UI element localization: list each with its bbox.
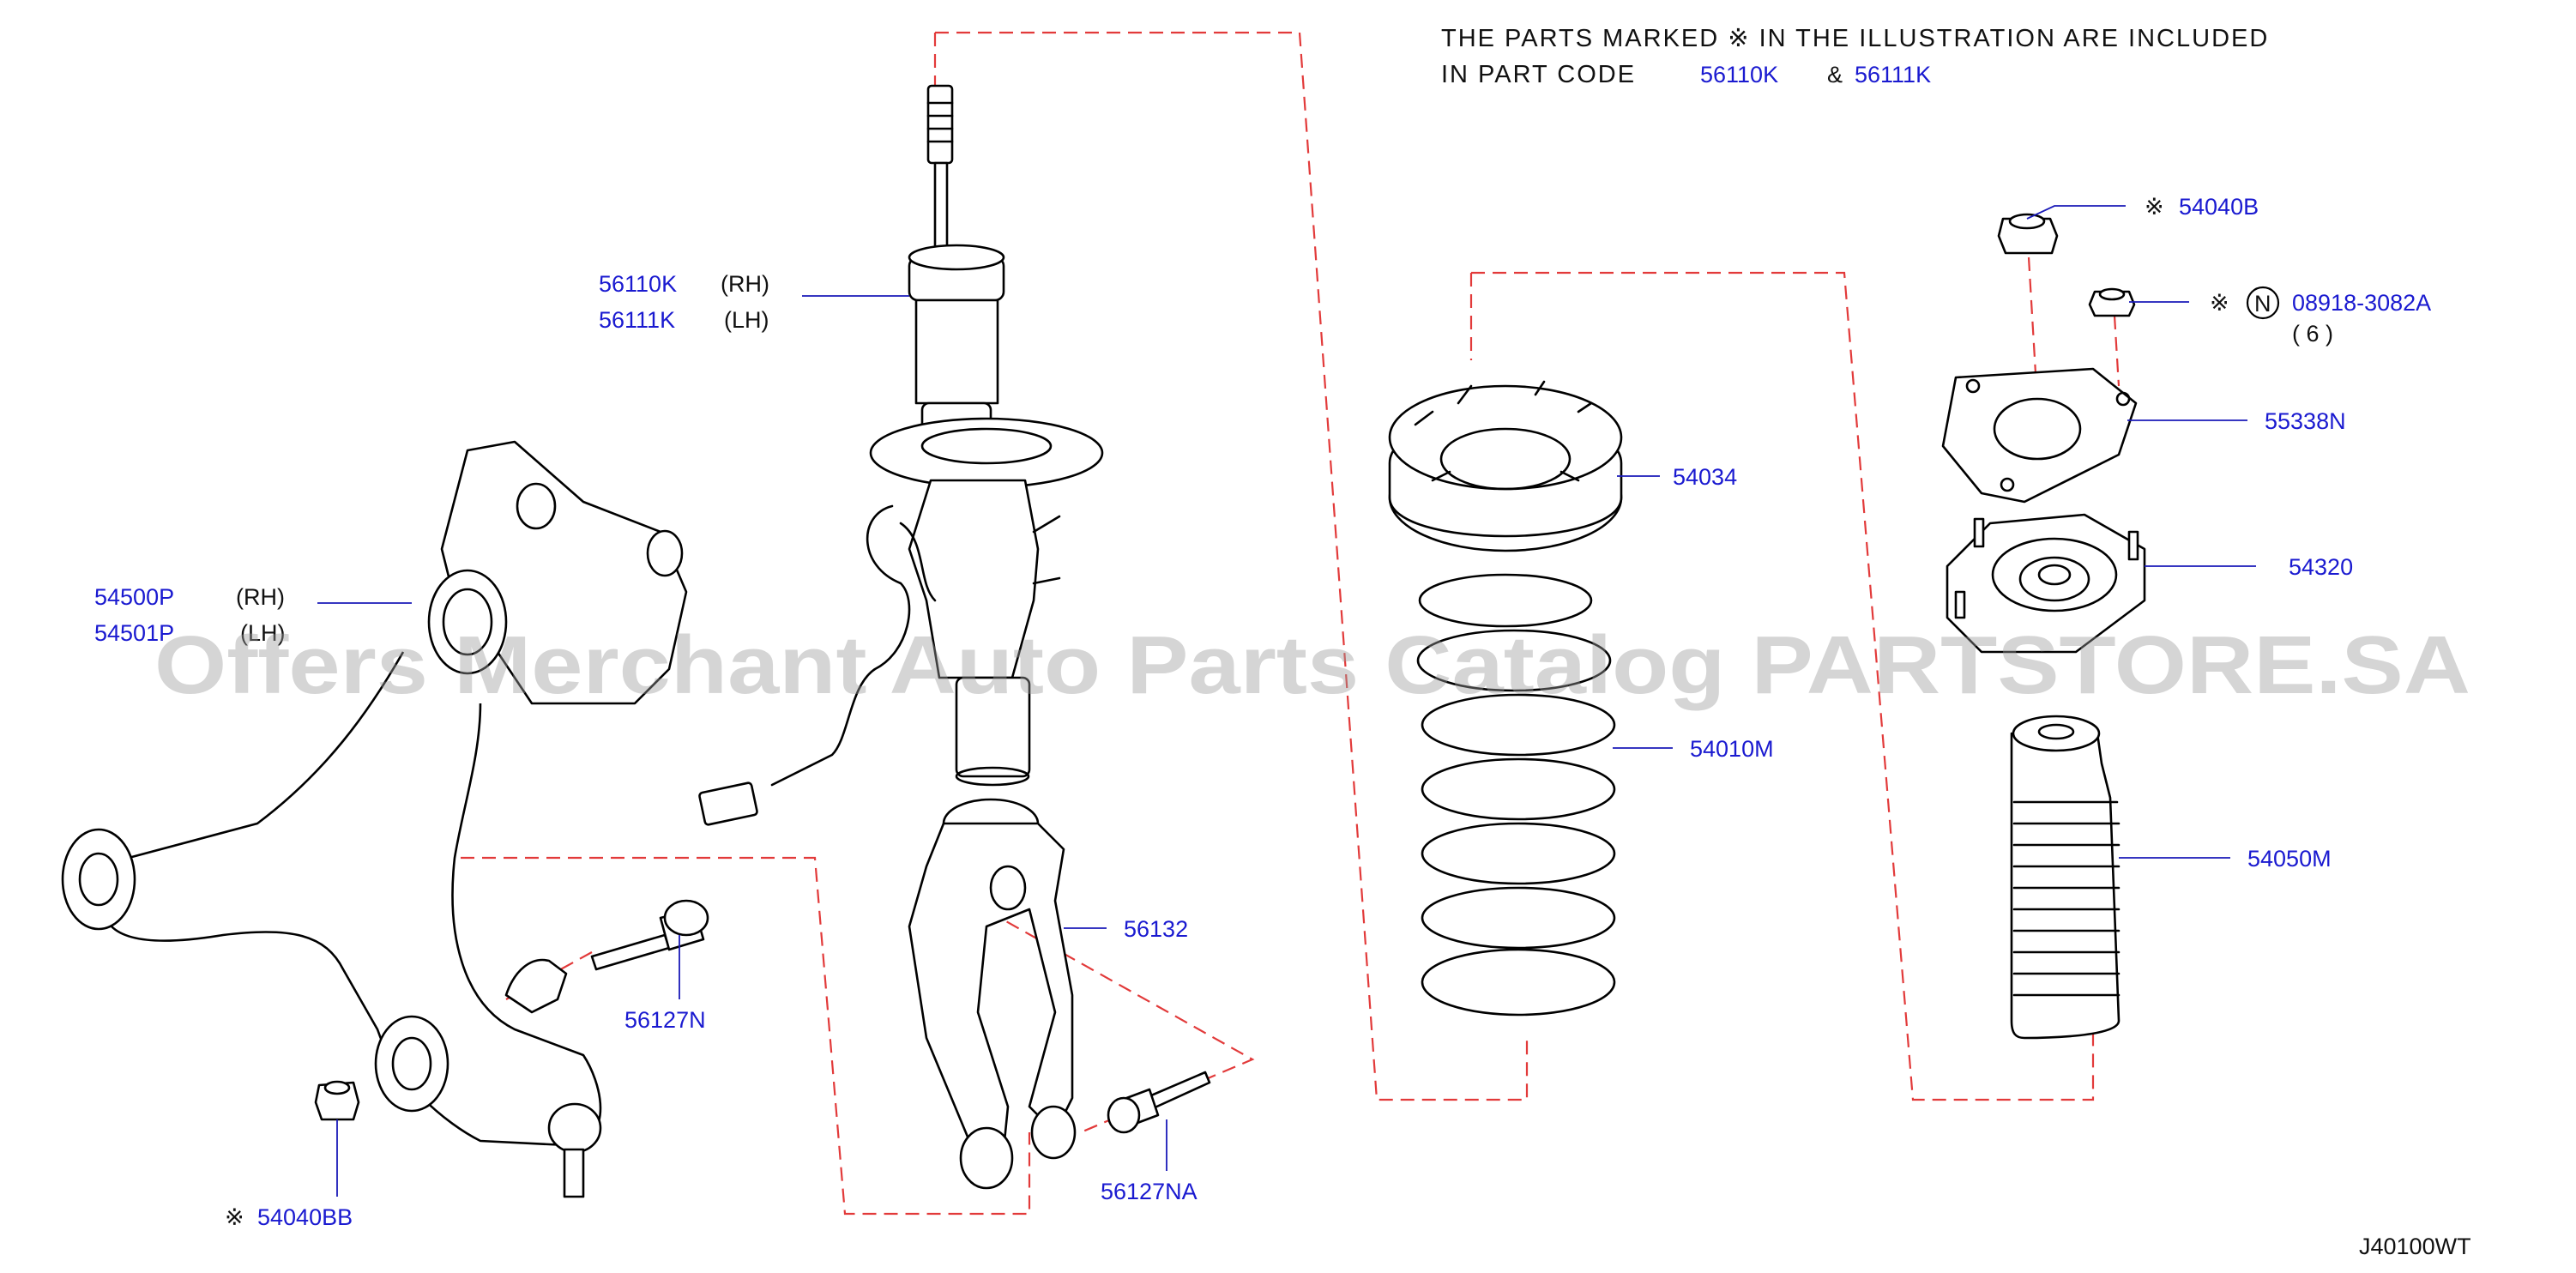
diagram-code: J40100WT — [2359, 1234, 2471, 1259]
part-number-54040bb[interactable]: 54040BB — [257, 1204, 353, 1230]
part-number-54050m[interactable]: 54050M — [2247, 846, 2332, 872]
svg-text:N: N — [2254, 291, 2271, 317]
part-number-56111k-note[interactable]: 56111K — [1855, 62, 1931, 87]
side-lh-arm: (LH) — [240, 620, 286, 646]
part-number-56111k[interactable]: 56111K — [599, 307, 675, 333]
dust-boot[interactable] — [2010, 715, 2121, 1040]
part-number-56127n[interactable]: 56127N — [624, 1007, 706, 1033]
leader-lines — [317, 205, 2256, 1197]
ampersand: & — [1827, 62, 1843, 87]
part-number-56127na[interactable]: 56127NA — [1101, 1179, 1198, 1204]
spring-upper-seat[interactable] — [1388, 380, 1623, 552]
lower-link-arm[interactable] — [61, 440, 688, 1198]
part-number-54320[interactable]: 54320 — [2289, 554, 2353, 580]
part-number-54010m[interactable]: 54010M — [1690, 736, 1774, 762]
nut-54040b[interactable] — [1997, 213, 2059, 255]
bolt-56127na[interactable] — [1107, 1071, 1211, 1134]
side-rh: (RH) — [721, 271, 769, 297]
part-number-54500p[interactable]: 54500P — [94, 584, 174, 610]
bolt-56127n[interactable] — [590, 899, 709, 971]
quantity: ( 6 ) — [2292, 321, 2333, 347]
nut-08918-3082a[interactable] — [2088, 287, 2136, 317]
ref-mark-08918: ※ — [2210, 290, 2229, 316]
strut-fork[interactable] — [908, 798, 1077, 1190]
side-rh-arm: (RH) — [236, 584, 285, 610]
dashed-group-strut — [933, 31, 1529, 1101]
coil-spring[interactable] — [1416, 573, 1616, 1017]
shock-absorber[interactable] — [698, 84, 1104, 826]
part-number-56110k[interactable]: 56110K — [599, 271, 677, 297]
ref-mark-54040b: ※ — [2145, 194, 2164, 220]
part-number-56110k-note[interactable]: 56110K — [1700, 62, 1778, 87]
included-parts-note-line2: IN PART CODE — [1441, 61, 1636, 88]
dashed-group-spring — [1469, 271, 2095, 1101]
part-number-56132[interactable]: 56132 — [1124, 916, 1188, 942]
nut-54040bb[interactable] — [314, 1080, 360, 1121]
part-number-55338n[interactable]: 55338N — [2265, 408, 2346, 434]
part-number-54040b[interactable]: 54040B — [2179, 194, 2259, 220]
strut-mount[interactable] — [1946, 513, 2146, 654]
included-parts-note: THE PARTS MARKED ※ IN THE ILLUSTRATION A… — [1441, 25, 2269, 52]
ref-mark-54040bb: ※ — [225, 1204, 244, 1230]
mount-plate[interactable] — [1941, 367, 2138, 504]
n-circle-icon: N — [2246, 286, 2280, 320]
part-number-54501p[interactable]: 54501P — [94, 620, 174, 646]
part-number-54034[interactable]: 54034 — [1673, 464, 1737, 490]
part-number-08918-3082a[interactable]: 08918-3082A — [2292, 290, 2431, 316]
dashed-group-lower — [437, 256, 2121, 1216]
side-lh: (LH) — [724, 307, 769, 333]
watermark: Offers Merchant Auto Parts Catalog PARTS… — [154, 619, 2470, 711]
